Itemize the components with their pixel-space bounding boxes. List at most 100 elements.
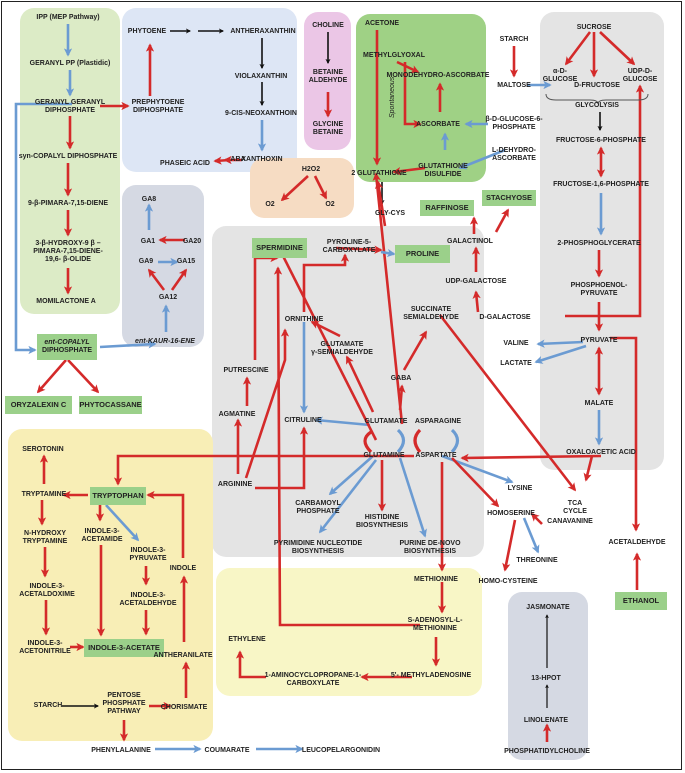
tca-line2: CYCLE xyxy=(563,507,587,515)
f6p-label: FRUCTOSE-6-PHOSPHATE xyxy=(556,137,646,144)
arrow-50 xyxy=(565,84,645,318)
ethylene-region xyxy=(216,568,482,696)
methionine-label: METHIONINE xyxy=(414,576,458,583)
13-hpot-label: 13-HPOT xyxy=(531,675,561,682)
o2-right-label: O2 xyxy=(325,201,335,208)
acc-label: 1-AMINOCYCLOPROPANE-1-CARBOXYLATE xyxy=(265,672,362,688)
syn-copalyl-label: syn-COPALYL DIPHOSPHATE xyxy=(18,153,118,160)
his-line1: HISTIDINE xyxy=(364,514,400,521)
pyr-line1: PYRIMIDINE NUCLEOTIDE xyxy=(273,540,363,547)
arrow-85 xyxy=(530,512,543,525)
arrow-78 xyxy=(328,455,374,496)
acc-line2: CARBOXYLATE xyxy=(286,679,340,687)
o2-left-label: O2 xyxy=(265,201,275,208)
betaine-aldehyde-line2: ALDEHYDE xyxy=(308,76,348,84)
pur-line2: BIOSYNTHESIS xyxy=(403,547,457,555)
hydroxy-olide-label: 3-β-HYDROXY-9 β –PIMARA-7,15-DIENE-19,6-… xyxy=(33,240,103,263)
pyruvate-label: PYRUVATE xyxy=(580,337,618,344)
arrow-25 xyxy=(396,60,420,74)
arrow-65 xyxy=(345,355,375,413)
leucopelargonidin-label: LEUCOPELARGONIDIN xyxy=(301,747,381,754)
arrow-46 xyxy=(536,339,584,348)
iaald-label: INDOLE-3-ACETALDEHYDE xyxy=(119,592,176,608)
spontaneous-label: Spontaneous xyxy=(389,76,396,118)
iam-line1: INDOLE-3- xyxy=(84,528,120,535)
ga9-label: GA9 xyxy=(138,258,154,265)
ornithine-label: ORNITHINE xyxy=(284,316,324,323)
lactate-label: LACTATE xyxy=(500,360,532,367)
ipa-label: INDOLE-3-PYRUVATE xyxy=(129,547,166,563)
amino-acid-region xyxy=(212,226,484,557)
momilactone-label: MOMILACTONE A xyxy=(36,298,96,305)
phytocassane-box: PHYTOCASSANE xyxy=(79,396,142,414)
gaba-label: GABA xyxy=(390,375,412,382)
d-fructose-label: D-FRUCTOSE xyxy=(574,82,620,89)
aspartate-label: ASPARTATE xyxy=(415,452,457,459)
gssg-line1: GLUTATHIONE xyxy=(418,163,468,170)
cp-line2: PHOSPHATE xyxy=(296,507,340,515)
gly-cys-label: GLY-CYS xyxy=(374,210,406,217)
indole-label: INDOLE xyxy=(169,565,197,572)
arrow-83 xyxy=(451,457,500,508)
ent-copalyl-line2: DIPHOSPHATE xyxy=(41,347,93,354)
ian-line2: ACETONITRILE xyxy=(19,647,71,655)
l-dha-line1: L-DEHYDRO- xyxy=(492,147,536,154)
maltose-label: MALTOSE xyxy=(497,82,531,89)
udpg-line1: UDP-D- xyxy=(627,68,653,75)
arrow-90 xyxy=(113,454,414,486)
arrow-48 xyxy=(610,336,641,532)
violaxanthin-label: VIOLAXANTHIN xyxy=(234,73,288,80)
ssa-line1: SUCCINATE xyxy=(410,306,452,313)
arrow-81 xyxy=(398,457,427,538)
glutathione-label: 2 GLUTATHIONE xyxy=(351,170,407,177)
arrow-103 xyxy=(105,504,140,542)
pimaradiene-label: 9-β-PIMARA-7,15-DIENE xyxy=(27,200,109,207)
ipp-label: IPP (MEP Pathway) xyxy=(36,14,100,21)
acetone-label: ACETONE xyxy=(364,20,400,27)
iaox-line1: INDOLE-3- xyxy=(29,583,65,590)
arrow-51 xyxy=(472,290,481,313)
mdha-label: MONODEHYDRO-ASCORBATE xyxy=(386,72,490,79)
b-d-glucose-6-phosphate-label: β-D-GLUCOSE-6-PHOSPHATE xyxy=(485,116,542,132)
ga15-label: GA15 xyxy=(176,258,196,265)
xanthoxin-label: XANTHOXIN xyxy=(241,156,283,163)
ppp-line1: PENTOSE xyxy=(107,692,141,699)
betaine-aldehyde-line1: BETAINE xyxy=(312,69,344,76)
ssa-line2: SEMIALDEHYDE xyxy=(403,313,459,321)
arrow-47 xyxy=(534,344,587,364)
tryptophan-box: TRYPTOPHAN xyxy=(90,487,146,505)
ent-kaurene-label: ent-KAUR-16-ENE xyxy=(135,338,195,345)
oxaloacetic-acid-label: OXALOACETIC ACID xyxy=(566,449,636,456)
arrow-89 xyxy=(460,453,602,463)
ggpp-line2: DIPHOSPHATE xyxy=(44,106,96,114)
arrow-59 xyxy=(170,268,188,291)
gsa-line1: GLUTAMATE xyxy=(320,341,364,348)
arrow-69 xyxy=(438,314,577,492)
sam-line2: METHIONINE xyxy=(413,624,457,632)
hydroxy-olide-line1: 3-β-HYDROXY-9 β – xyxy=(35,240,101,247)
ascorbate-label: ASCORBATE xyxy=(416,121,460,128)
arrow-23 xyxy=(313,175,328,200)
cycle-arc-121 xyxy=(450,428,460,454)
auxin-region xyxy=(8,429,213,741)
cycle-arc-119 xyxy=(396,428,406,454)
udp-galactose-label: UDP-GALACTOSE xyxy=(445,278,507,285)
his-line2: BIOSYNTHESIS xyxy=(355,521,409,529)
p5c-line1: PYROLINE-5- xyxy=(326,239,372,246)
phosphatidylcholine-label: PHOSPHATIDYLCHOLINE xyxy=(504,748,590,755)
citruline-label: CITRULINE xyxy=(284,417,322,424)
arrow-19 xyxy=(213,156,231,165)
pep-label: PHOSPHOENOL-PYRUVATE xyxy=(571,282,628,298)
putrescine-label: PUTRESCINE xyxy=(223,367,269,374)
arrow-10 xyxy=(36,359,67,394)
prephytoene-line2: DIPHOSPHATE xyxy=(132,106,184,114)
homoserine-label: HOMOSERINE xyxy=(487,510,535,517)
glutamine-label: GLUTAMINE xyxy=(363,452,405,459)
